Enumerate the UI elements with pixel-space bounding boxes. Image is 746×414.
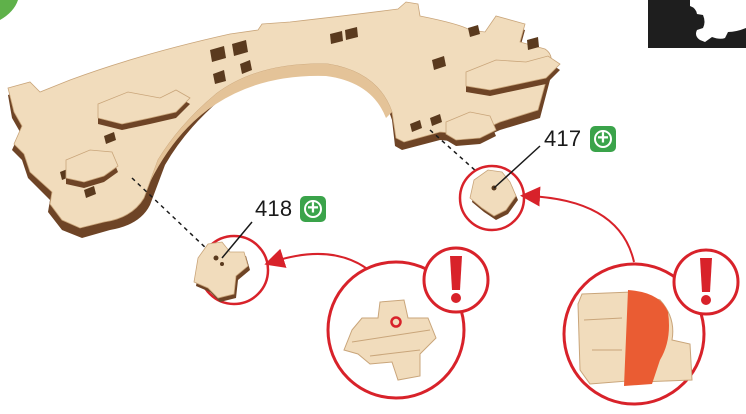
- exclamation-icon: [424, 248, 488, 312]
- arrow-to-417: [528, 196, 634, 262]
- plus-circle-icon: [300, 196, 326, 222]
- plus-circle-icon: [590, 126, 616, 152]
- green-corner-tab: [0, 0, 18, 20]
- exclamation-icon: [674, 250, 738, 314]
- part-number-418: 418: [255, 196, 292, 222]
- part-number-417: 417: [544, 126, 581, 152]
- gear-icon: [648, 0, 746, 48]
